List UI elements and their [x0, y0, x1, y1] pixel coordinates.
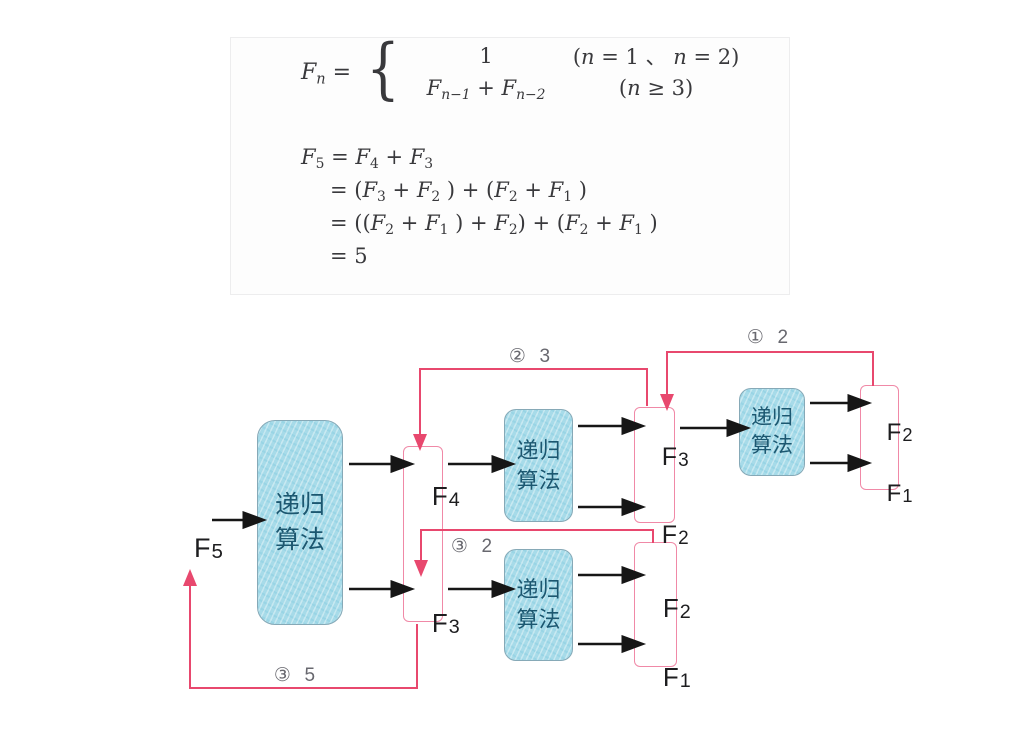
algo-box-4-line2: 算法 — [516, 607, 561, 632]
case-recursive-condition: (n ≥ 3) — [618, 76, 694, 100]
algo-box-4: 递归 算法 — [504, 549, 573, 661]
node-group-f2-f1-right — [860, 385, 899, 490]
node-label-f1-right: F1 — [886, 480, 913, 507]
case-row-base: 1 (n = 1 、 n = 2) — [407, 40, 747, 72]
algo-box-4-line1: 递归 — [516, 577, 561, 602]
node-label-f3-mid: F3 — [661, 443, 689, 471]
return-label-3: ③ 2 — [450, 536, 494, 557]
node-label-f2-mid: F2 — [661, 521, 689, 549]
algo-box-1: 递归 算法 — [257, 420, 343, 625]
derivation-line-1: F5 = F4 + F3 — [301, 145, 434, 173]
case-base-expr: 1 — [479, 44, 493, 68]
algo-box-2-line1: 递归 — [516, 437, 561, 463]
node-group-f2-f1-bottom — [634, 542, 677, 667]
algo-box-2: 递归 算法 — [504, 409, 573, 522]
algo-box-3-line2: 算法 — [751, 434, 793, 457]
derivation-line-4: = 5 — [330, 244, 368, 268]
node-label-f4: F4 — [431, 481, 460, 511]
node-label-f2-right: F2 — [886, 419, 913, 446]
algo-box-3-line1: 递归 — [751, 406, 793, 429]
case-row-recursive: Fn−1 + Fn−2 (n ≥ 3) — [407, 72, 747, 104]
algo-box-2-line2: 算法 — [516, 467, 561, 493]
algo-box-3: 递归 算法 — [739, 388, 805, 476]
return-label-2: ② 3 — [508, 346, 552, 367]
formula-panel — [230, 37, 790, 295]
f5-derivation: F5 = F4 + F3 = (F3 + F2 ) + (F2 + F1 ) =… — [301, 141, 658, 273]
cases-brace: { — [366, 30, 400, 107]
algo-box-1-line2: 算法 — [274, 525, 325, 554]
case-base-condition: (n = 1 、 n = 2) — [572, 45, 740, 69]
node-label-f2-bottom: F2 — [662, 593, 691, 623]
return-label-1: ① 2 — [746, 327, 790, 348]
fibonacci-definition: Fn = { 1 (n = 1 、 n = 2) Fn−1 + Fn−2 (n … — [301, 30, 747, 107]
case-recursive-expr: Fn−1 + Fn−2 — [426, 76, 546, 104]
algo-box-1-line1: 递归 — [274, 490, 325, 519]
node-label-f1-bottom: F1 — [662, 662, 691, 692]
return-label-4: ③ 5 — [273, 665, 317, 686]
derivation-line-3: = ((F2 + F1 ) + F2) + (F2 + F1 ) — [330, 211, 658, 239]
definition-lhs: Fn = — [301, 59, 359, 87]
derivation-line-2: = (F3 + F2 ) + (F2 + F1 ) — [330, 178, 587, 206]
node-group-f3-f2-mid — [634, 407, 675, 523]
node-label-f3-lower: F3 — [431, 608, 460, 638]
cases: 1 (n = 1 、 n = 2) Fn−1 + Fn−2 (n ≥ 3) — [407, 40, 747, 104]
node-label-f5: F5 — [194, 533, 223, 563]
